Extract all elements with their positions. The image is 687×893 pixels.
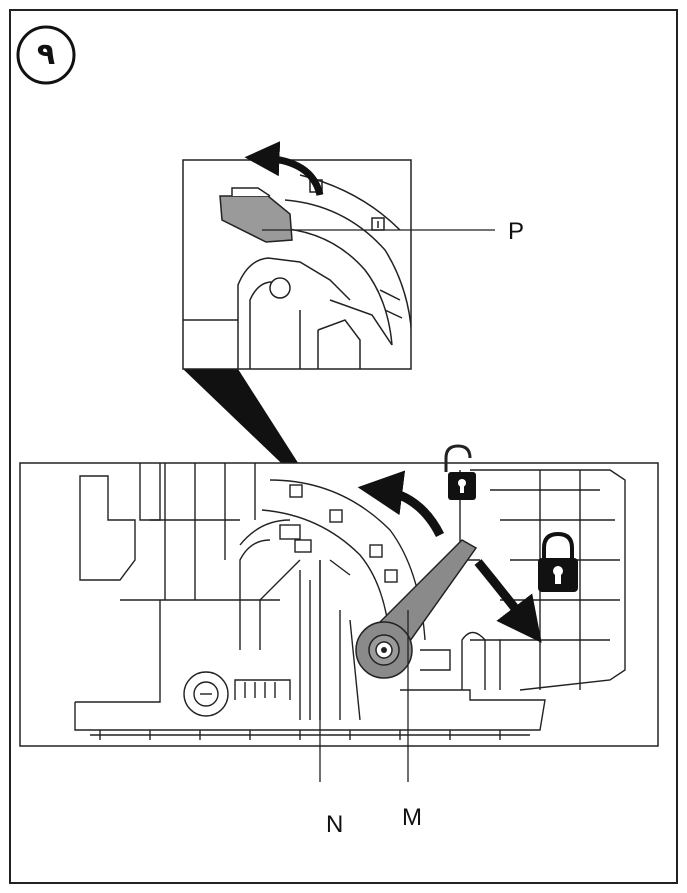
step-number-badge (16, 25, 76, 85)
detail-inset (182, 141, 495, 370)
unlock-direction-arrow (357, 470, 445, 538)
main-view (19, 444, 659, 782)
rotate-arrow-icon (244, 141, 324, 196)
callout-label-p: P (508, 218, 525, 245)
unlocked-padlock-icon (444, 444, 476, 500)
callout-label-n: N (326, 811, 344, 838)
outer-frame (9, 9, 678, 884)
locked-padlock-icon (538, 531, 578, 592)
lock-direction-arrow (474, 559, 542, 643)
step-number: ٩ (36, 36, 56, 72)
callout-label-m: M (402, 804, 422, 831)
